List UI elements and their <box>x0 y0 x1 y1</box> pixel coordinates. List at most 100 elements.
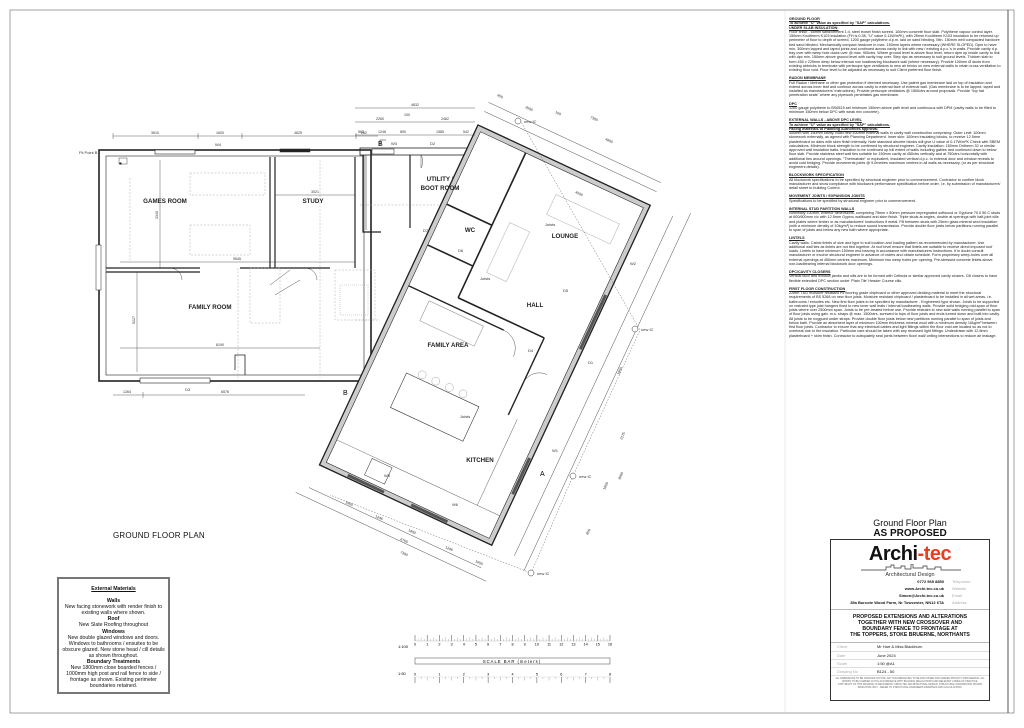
dimension-text: 6750 <box>400 537 409 544</box>
company-logo: Archi-tec <box>868 543 952 565</box>
scale-tick-label: 5 <box>475 643 477 647</box>
scale-tick-label: 6 <box>487 643 489 647</box>
room-label-games-room: GAMES ROOM <box>143 198 187 205</box>
notes-body: 400mm with 150mm cavity. Build new 400mm… <box>789 131 1001 169</box>
extension <box>295 102 691 582</box>
notes-body: Cavity walls: Catnic lintels of size and… <box>789 240 994 266</box>
tag-w5: W5 <box>384 473 391 478</box>
scale-label-1-100: 1:100 <box>398 644 409 649</box>
dimension-text: 1850 <box>616 366 623 375</box>
info-value: B124 - 50 <box>877 668 895 674</box>
room-label-study: STUDY <box>303 198 325 205</box>
dimension-text: 1650 <box>345 500 354 507</box>
tag-d1: D1 <box>588 360 594 365</box>
notes-subheading: To achieve "U" value as specified by "SA… <box>789 122 891 127</box>
boundary-heading: Boundary Treatments <box>86 659 141 666</box>
extension-outer-wall <box>318 124 652 547</box>
dimension-text: 100 <box>404 113 410 117</box>
new-ic-label: new IC <box>524 119 537 124</box>
dimension-text: 2500 <box>525 105 534 112</box>
windows-text: New double glazed windows and doors. Win… <box>62 634 165 659</box>
skyline-logo-graphic <box>861 564 961 571</box>
dimension-text: 4500 <box>575 190 584 197</box>
contact-key: Email <box>952 593 963 598</box>
contact-key: Website <box>952 586 967 591</box>
window-w2 <box>578 294 608 350</box>
external-materials-box: External Materials Walls New facing ston… <box>57 577 170 694</box>
dimension-text: 1246 <box>445 545 454 552</box>
notes-subheading: To achieve "U" value as specified by "SA… <box>789 21 891 26</box>
project-line: THE TOPPERS, STOKE BRUERNE, NORTHANTS <box>850 632 970 639</box>
inspection-chamber-icon <box>527 569 535 577</box>
dimension-text: 1585 <box>436 130 444 134</box>
room-label-family-area: FAMILY AREA <box>427 342 469 349</box>
dimension-text: 2175 <box>619 431 626 440</box>
notes-body: Full Radon / Methane or other gas protec… <box>789 80 1001 98</box>
dimension-text: 850 <box>585 528 591 535</box>
tag-w1: W1 <box>552 448 559 453</box>
sheet-border <box>9 9 1015 714</box>
tag-w6: W6 <box>452 502 459 507</box>
dimension-text: 1650 <box>475 559 484 566</box>
info-key: Client <box>837 644 848 650</box>
new-ic-label: new IC <box>579 474 592 479</box>
scale-tick-label: 0 <box>414 643 416 647</box>
title-block: Archi-tec Architectural Design 0772 565 … <box>830 539 990 701</box>
drawing-title-line1: Ground Floor Plan <box>873 518 947 528</box>
hob <box>364 458 393 485</box>
dimension-text: 4832 <box>411 103 419 107</box>
inspection-chamber-icon <box>514 117 522 125</box>
section-marker-b: B <box>378 141 383 148</box>
plan-title: GROUND FLOOR PLAN <box>113 531 205 540</box>
info-key: Scale <box>837 660 848 666</box>
tag-d3: D3 <box>185 387 191 392</box>
info-key: Drawing No <box>837 668 858 674</box>
notes-heading: RADON MEMBRANE <box>789 76 826 81</box>
section-marker-a: A <box>540 471 545 478</box>
scale-bar-label-box <box>414 657 611 665</box>
scale-tick-label: 10 <box>535 643 539 647</box>
scale-tick-label: 8 <box>511 643 513 647</box>
scale-tick-label: 2 <box>463 673 465 677</box>
scale-tick-label: 9 <box>524 643 526 647</box>
scale-tick-label: 3 <box>451 643 453 647</box>
dimension-lines <box>112 107 475 398</box>
walls-text: New facing stonework with render finish … <box>64 604 163 617</box>
contact-value: 0772 565 8850 <box>917 579 944 584</box>
notes-heading: DPC <box>789 101 797 106</box>
dimension-text: 7300 <box>400 550 409 557</box>
dimension-text: 7300 <box>590 115 599 122</box>
scale-tick-label: 5 <box>536 673 538 677</box>
scale-tick-label: 15 <box>596 643 600 647</box>
inspection-chamber-icon <box>569 472 577 480</box>
window-w1 <box>511 457 531 495</box>
scale-tick-label: 16 <box>608 643 612 647</box>
joists-label: Joists <box>460 414 470 419</box>
dimension-text: 9545 <box>233 257 241 261</box>
inspection-chamber-icon <box>631 325 639 333</box>
dimension-text: 1246 <box>375 514 384 521</box>
room-label-utility-1: UTILITY / <box>427 176 454 183</box>
dimension-text: 1800 <box>408 528 417 535</box>
contact-key: Telephone <box>952 579 971 584</box>
dimension-text: 563 <box>358 130 364 134</box>
inspection-chambers <box>514 117 639 577</box>
tag-d7: D7 <box>423 228 429 233</box>
scale-tick-label: 3 <box>487 673 489 677</box>
tag-w3: W3 <box>391 141 398 146</box>
fit-point-label: Fit Point B <box>79 150 98 155</box>
info-key: Date <box>837 652 846 658</box>
notes-heading: LINTELS <box>789 236 805 241</box>
dimension-text: 100 <box>555 110 562 116</box>
